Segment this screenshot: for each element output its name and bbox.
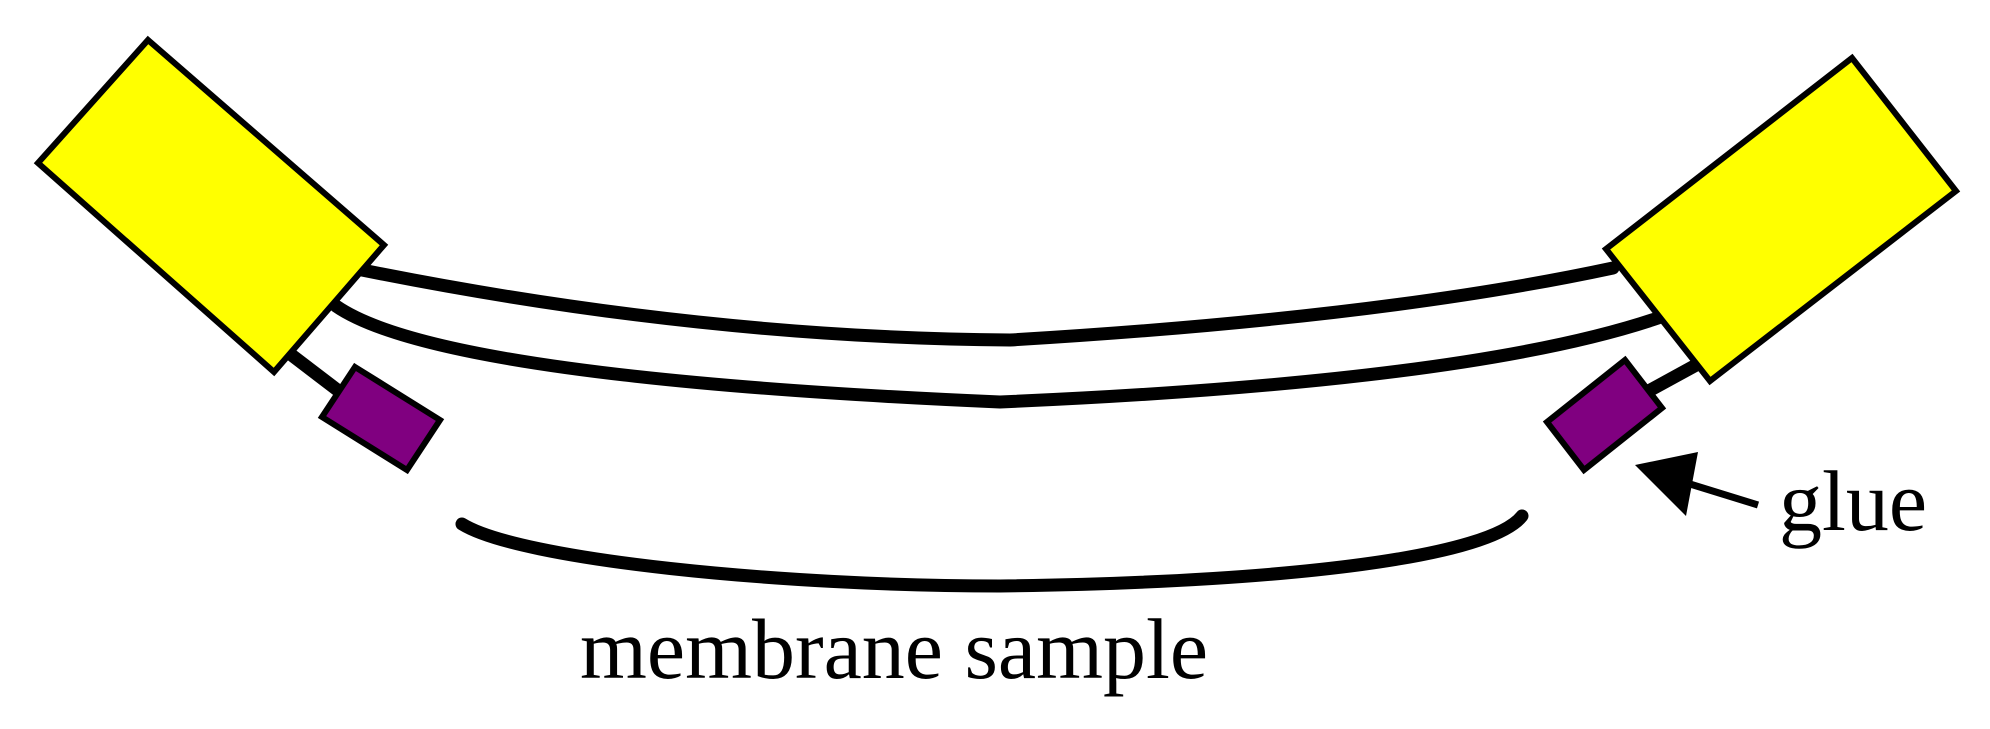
right-holder-block <box>1601 53 1961 386</box>
left-connector <box>281 344 344 398</box>
right-glue-pad <box>1542 355 1667 475</box>
upper-strip-top <box>355 261 1620 347</box>
left-holder-block <box>33 35 389 377</box>
membrane-sample-curve <box>455 509 1529 593</box>
arrow-icon <box>1635 452 1760 516</box>
left-glue-pad <box>317 362 445 475</box>
membrane-sample-label: membrane sample <box>580 601 1208 697</box>
upper-strip-bottom <box>329 299 1665 409</box>
glue-label: glue <box>1779 453 1927 549</box>
right-connector <box>1641 358 1702 399</box>
